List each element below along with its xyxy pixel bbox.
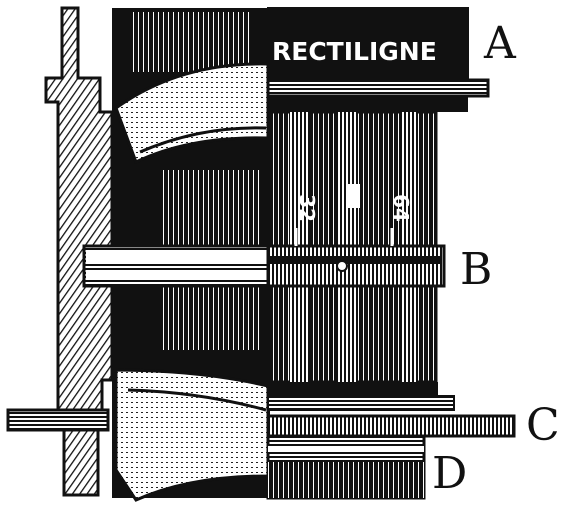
mount-flange-left <box>6 408 110 432</box>
section-view <box>6 6 276 502</box>
aperture-pointer <box>336 260 348 272</box>
mount-flange-right <box>266 414 516 438</box>
callout-b: B <box>460 244 493 295</box>
front-cap-ring <box>267 7 469 87</box>
aperture-ring <box>266 244 446 288</box>
aperture-mark-32: 32 <box>295 194 319 222</box>
exterior-view <box>266 7 516 500</box>
callout-c: C <box>526 400 560 451</box>
aperture-mark-64: 64 <box>389 194 413 222</box>
callout-a: A <box>484 18 516 69</box>
engraved-lens-name: RECTILIGNE <box>272 37 437 66</box>
callout-d: D <box>432 448 468 499</box>
